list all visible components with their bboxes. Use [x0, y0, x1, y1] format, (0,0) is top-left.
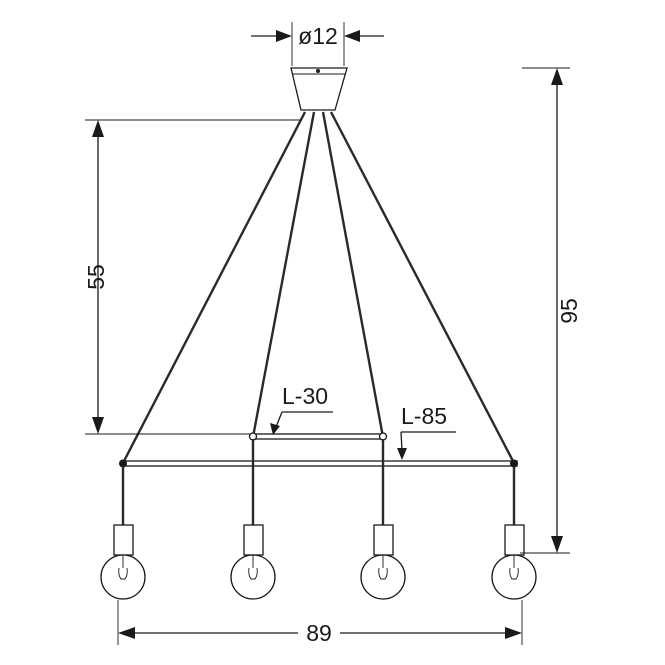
- lamp-2: [230, 524, 276, 600]
- total-height-label: 95: [556, 298, 582, 324]
- rod-outer-left: [121, 111, 307, 464]
- short-crossbar: [248, 432, 388, 441]
- rod-inner-left: [251, 111, 316, 438]
- canopy-body: [290, 67, 348, 111]
- arrow-up: [92, 120, 104, 137]
- long-bar-label: L-85: [401, 403, 447, 429]
- lamp-4: [491, 524, 537, 600]
- short-bar-joint-left: [248, 432, 258, 441]
- callout-arrow: [397, 448, 407, 460]
- callout-arrow: [270, 423, 280, 435]
- arrow-right: [505, 627, 522, 639]
- arrow-left: [344, 30, 360, 42]
- total-width-label: 89: [306, 620, 332, 646]
- short-bar-callout: L-30: [270, 383, 333, 435]
- filament: [248, 567, 258, 580]
- short-bar: [251, 433, 386, 440]
- suspension-rods: [121, 111, 516, 464]
- arrow-down: [551, 536, 563, 553]
- rod-inner-right: [321, 111, 385, 438]
- long-bar-callout: L-85: [397, 403, 456, 460]
- callout-leader: [400, 431, 403, 452]
- callout-leader: [275, 411, 283, 428]
- canopy-screw: [316, 69, 320, 73]
- canopy-diameter-dimension: ø12: [251, 22, 384, 66]
- long-bar-end-right: [510, 459, 518, 468]
- filament: [378, 567, 388, 580]
- lamp-holder: [243, 524, 264, 556]
- rod-outer-right: [329, 111, 516, 464]
- long-bar-end-left: [119, 459, 127, 468]
- long-bar: [120, 460, 518, 467]
- ceiling-canopy: [290, 67, 348, 111]
- arrow-left: [118, 627, 135, 639]
- total-width-dimension: 89: [117, 600, 523, 646]
- lamp-holder: [373, 524, 394, 556]
- lamp-holder: [504, 524, 525, 556]
- arrow-right: [276, 30, 292, 42]
- drop-wires: [121, 439, 516, 525]
- long-crossbar: [119, 459, 518, 468]
- filament: [509, 567, 519, 580]
- short-bar-joint-right: [378, 432, 388, 441]
- total-height-dimension: 95: [520, 67, 582, 554]
- filament: [118, 567, 128, 580]
- upper-height-dimension: 55: [83, 119, 302, 435]
- short-bar-label: L-30: [282, 383, 328, 409]
- upper-height-label: 55: [83, 264, 109, 290]
- lamp-holder: [113, 524, 134, 556]
- lamp-3: [360, 524, 406, 600]
- lamp-1: [100, 524, 146, 600]
- arrow-up: [551, 68, 563, 85]
- canopy-diameter-label: ø12: [298, 23, 338, 49]
- arrow-down: [92, 417, 104, 434]
